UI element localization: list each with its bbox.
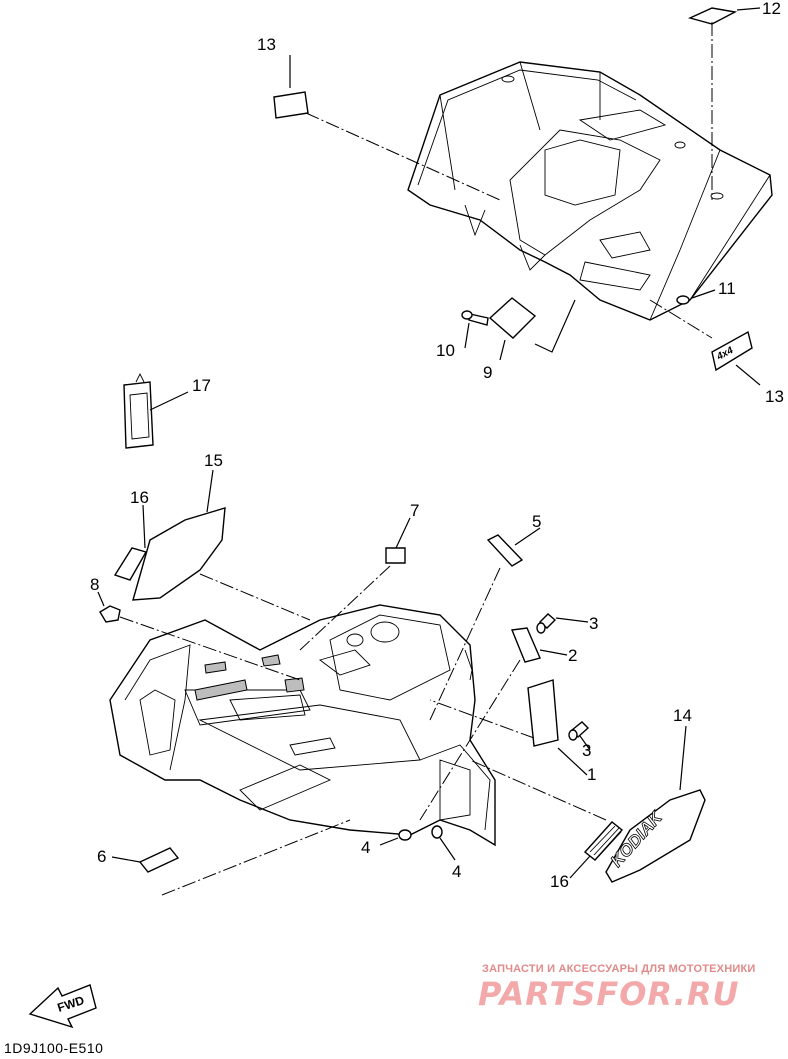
bolt-10 bbox=[461, 310, 489, 326]
label-17 bbox=[123, 372, 154, 449]
windscreen-decal-15 bbox=[132, 507, 226, 601]
diagram-code: 1D9J100-E510 bbox=[4, 1040, 104, 1056]
callout-7: 7 bbox=[410, 501, 419, 520]
callout-4-right: 4 bbox=[452, 862, 461, 881]
callout-12: 12 bbox=[762, 0, 781, 18]
front-fender bbox=[109, 604, 496, 847]
callout-16-top: 16 bbox=[130, 488, 149, 507]
callout-3-bottom: 3 bbox=[582, 741, 591, 760]
callout-8: 8 bbox=[90, 575, 99, 594]
leader-lines bbox=[97, 7, 761, 896]
rear-fender bbox=[407, 61, 773, 321]
bracket-2 bbox=[511, 627, 541, 663]
parts bbox=[28, 7, 753, 1029]
callouts: 13 12 11 10 9 13 17 15 16 7 5 8 3 2 14 3… bbox=[90, 0, 784, 891]
watermark-subtitle: ЗАПЧАСТИ И АКСЕССУАРЫ ДЛЯ МОТОТЕХНИКИ bbox=[482, 963, 756, 975]
callout-10: 10 bbox=[436, 341, 455, 360]
callout-2: 2 bbox=[568, 646, 577, 665]
bolt-3b bbox=[568, 721, 590, 741]
decal-16-top bbox=[113, 547, 148, 581]
callout-13-right: 13 bbox=[765, 387, 784, 406]
watermark-brand: PARTSFOR.RU bbox=[478, 975, 740, 1013]
callout-16-bottom: 16 bbox=[550, 872, 569, 891]
callout-15: 15 bbox=[204, 451, 223, 470]
callout-17: 17 bbox=[192, 376, 211, 395]
callout-13-top: 13 bbox=[257, 35, 276, 54]
fwd-arrow bbox=[28, 984, 97, 1029]
label-12 bbox=[687, 7, 738, 25]
grommet-11 bbox=[676, 295, 690, 305]
callout-11: 11 bbox=[718, 279, 736, 298]
decal-kodiak-14 bbox=[605, 789, 706, 883]
panel-1 bbox=[527, 679, 559, 747]
callout-5: 5 bbox=[532, 512, 541, 531]
callout-9: 9 bbox=[483, 363, 492, 382]
label-13-top bbox=[273, 91, 309, 119]
decal-16-bottom bbox=[583, 821, 624, 861]
label-6 bbox=[138, 847, 180, 873]
callout-1: 1 bbox=[587, 765, 596, 784]
grommet-4b bbox=[431, 825, 443, 839]
grommet-4a bbox=[398, 829, 412, 841]
bolt-3a bbox=[536, 613, 557, 634]
plate-9 bbox=[488, 297, 537, 339]
callout-6: 6 bbox=[97, 847, 106, 866]
decal-4x4 bbox=[711, 330, 753, 372]
callout-3-top: 3 bbox=[589, 614, 598, 633]
callout-4-left: 4 bbox=[361, 838, 370, 857]
callout-14: 14 bbox=[673, 706, 692, 725]
label-5 bbox=[486, 534, 524, 567]
label-7 bbox=[385, 547, 406, 564]
cap-8 bbox=[99, 605, 121, 623]
